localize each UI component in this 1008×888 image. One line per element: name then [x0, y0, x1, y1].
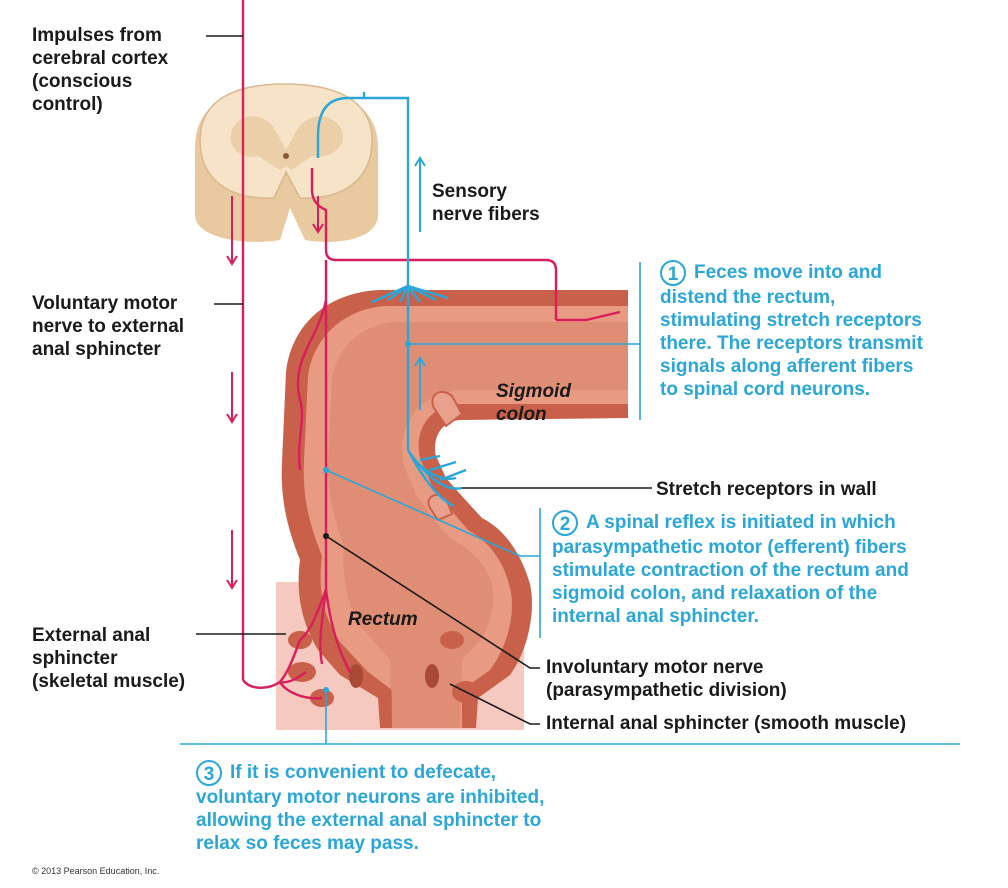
step-1: 1 Feces move into and distend the rectum,… — [660, 260, 923, 401]
label-stretch: Stretch receptors in wall — [656, 478, 877, 501]
spinal-cord-cross-section — [195, 84, 378, 242]
step-3-line-3: allowing the external anal sphincter to — [196, 809, 544, 832]
step-2-line-4: sigmoid colon, and relaxation of the — [552, 582, 909, 605]
label-internal: Internal anal sphincter (smooth muscle) — [546, 712, 906, 735]
step-1-line-4: there. The receptors transmit — [660, 332, 923, 355]
step-1-line-6: to spinal cord neurons. — [660, 378, 923, 401]
step-1-line-2: distend the rectum, — [660, 286, 923, 309]
step-2-line-5: internal anal sphincter. — [552, 605, 909, 628]
label-impulses: Impulses from cerebral cortex (conscious… — [32, 24, 168, 116]
step-3-line-1: If it is convenient to defecate, — [230, 762, 496, 783]
label-sensory: Sensory nerve fibers — [432, 180, 540, 226]
label-rectum: Rectum — [348, 608, 418, 631]
step-3-number: 3 — [196, 760, 222, 786]
label-voluntary: Voluntary motor nerve to external anal s… — [32, 292, 184, 361]
step-1-line-5: signals along afferent fibers — [660, 355, 923, 378]
step-2: 2 A spinal reflex is initiated in which p… — [552, 510, 909, 628]
step-2-line-3: stimulate contraction of the rectum and — [552, 559, 909, 582]
step-1-line-3: stimulating stretch receptors — [660, 309, 923, 332]
copyright-notice: © 2013 Pearson Education, Inc. — [32, 866, 159, 876]
step-2-number: 2 — [552, 510, 578, 536]
label-involuntary: Involuntary motor nerve (parasympathetic… — [546, 656, 787, 702]
label-sigmoid: Sigmoid colon — [496, 380, 571, 426]
step-3-line-2: voluntary motor neurons are inhibited, — [196, 786, 544, 809]
step-2-line-2: parasympathetic motor (efferent) fibers — [552, 536, 909, 559]
step-2-line-1: A spinal reflex is initiated in which — [586, 512, 896, 533]
step-3: 3 If it is convenient to defecate, volunt… — [196, 760, 544, 855]
step-1-number: 1 — [660, 260, 686, 286]
step-1-line-1: Feces move into and — [694, 262, 882, 283]
label-external: External anal sphincter (skeletal muscle… — [32, 624, 185, 693]
step-3-line-4: relax so feces may pass. — [196, 832, 544, 855]
